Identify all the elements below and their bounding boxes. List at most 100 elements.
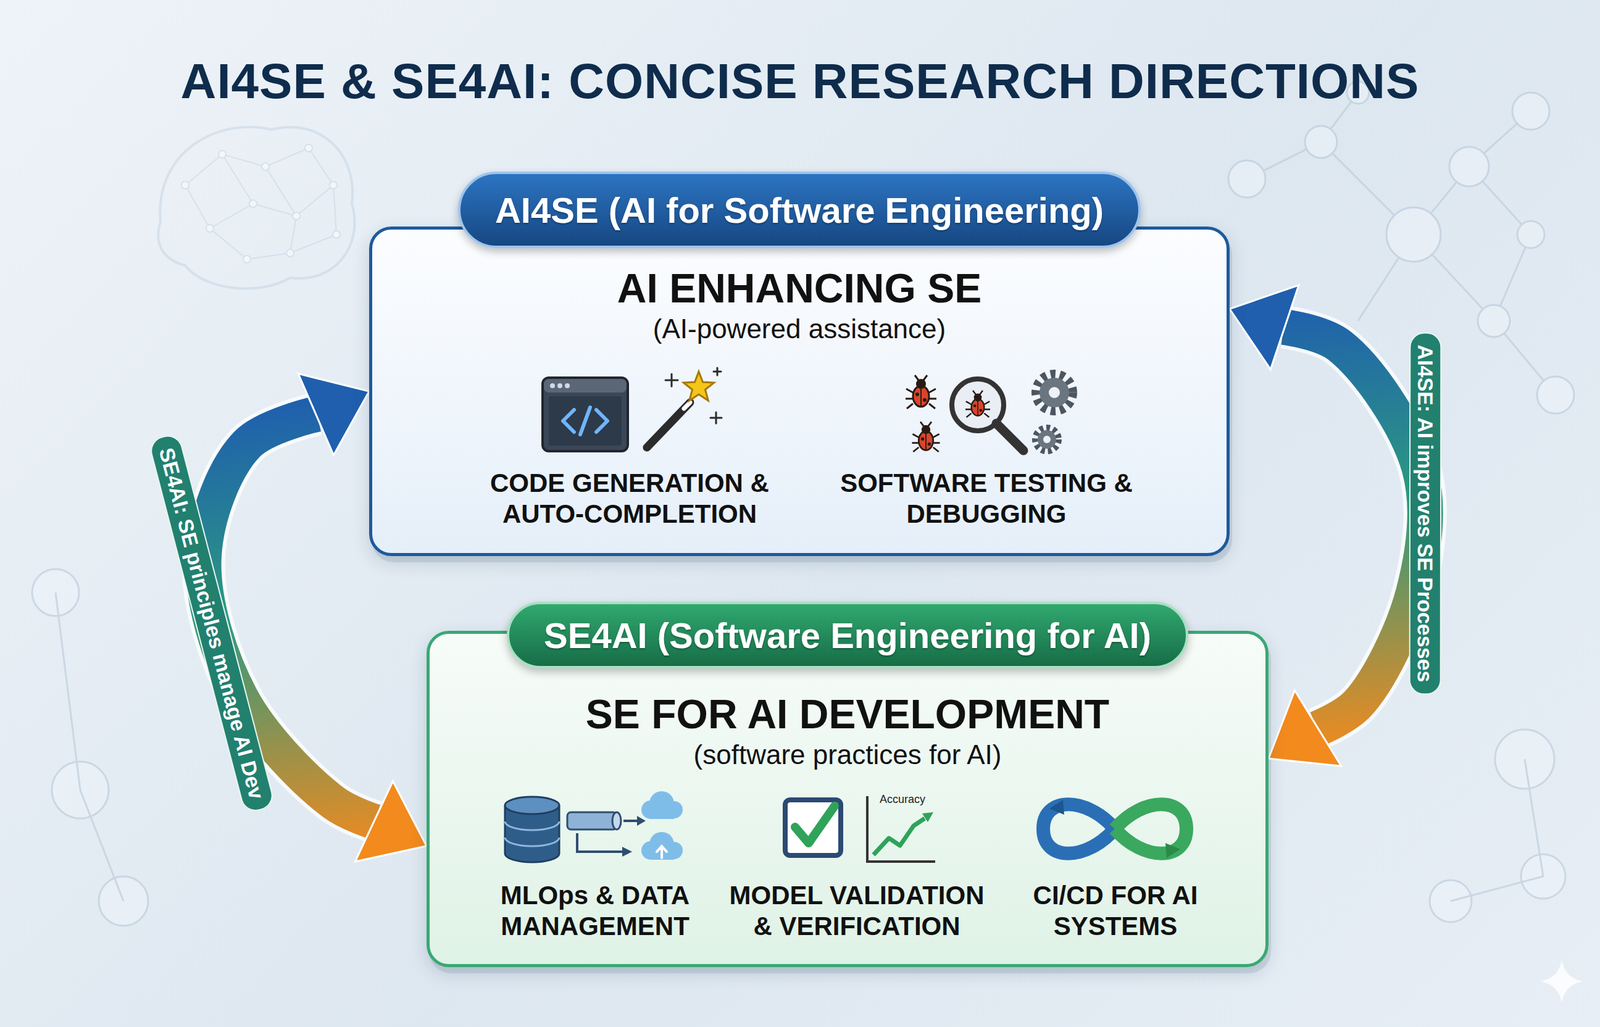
double-arrow bbox=[203, 373, 427, 862]
code-window-icon bbox=[542, 377, 628, 452]
magnifier-icon bbox=[951, 379, 1024, 451]
cloud-icons bbox=[641, 832, 683, 860]
gear-icons bbox=[1037, 430, 1057, 449]
arrow-head bbox=[1268, 690, 1342, 767]
code-window-icon bbox=[562, 407, 608, 435]
background-brain bbox=[158, 127, 355, 289]
arrow-band bbox=[1283, 327, 1426, 730]
panel-header: AI4SE (AI for Software Engineering) bbox=[458, 171, 1141, 249]
arrow-band bbox=[203, 414, 376, 823]
background-network bbox=[1449, 146, 1489, 187]
infinity-loop-icon bbox=[1043, 804, 1115, 854]
label-holder: SOFTWARE TESTING & DEBUGGING bbox=[819, 467, 1154, 530]
magnifier-icon bbox=[965, 390, 991, 418]
arrow-glow bbox=[203, 414, 376, 823]
data-pipe-icon bbox=[637, 816, 646, 826]
panel-header: SE4AI (Software Engineering for AI) bbox=[506, 601, 1189, 669]
checkbox-icon bbox=[795, 806, 835, 844]
feature-label: SOFTWARE TESTING & DEBUGGING bbox=[819, 467, 1154, 530]
magic-wand-icon bbox=[683, 402, 691, 409]
label-holder: MODEL VALIDATION & VERIFICATION bbox=[717, 880, 996, 942]
infinity-loop-icon bbox=[1049, 800, 1065, 815]
background-network bbox=[1517, 220, 1545, 249]
chart-axis-label: Accuracy bbox=[865, 793, 940, 807]
background-brain bbox=[249, 200, 257, 208]
section-panel: SE4AI (Software Engineering for AI)SE FO… bbox=[426, 630, 1269, 968]
magic-wand-icon bbox=[646, 367, 722, 448]
feature-label: MLOps & DATA MANAGEMENT bbox=[483, 880, 707, 942]
background-network bbox=[1386, 207, 1441, 262]
background-network bbox=[1450, 759, 1544, 902]
cloud-icons bbox=[641, 791, 683, 860]
bug-icons bbox=[912, 421, 941, 452]
feature-label: CODE GENERATION & AUTO-COMPLETION bbox=[456, 467, 803, 530]
bug-icons bbox=[905, 375, 937, 409]
background-brain bbox=[304, 144, 313, 152]
arrow-head bbox=[354, 781, 427, 862]
panel-background bbox=[369, 226, 1230, 557]
gear-icons bbox=[1043, 435, 1051, 444]
panel-heading: AI ENHANCING SE bbox=[617, 266, 982, 311]
background-network bbox=[1304, 125, 1338, 159]
database-icon bbox=[504, 796, 560, 815]
panel-background bbox=[426, 630, 1269, 968]
accuracy-chart-icon bbox=[867, 796, 936, 862]
code-window-icon bbox=[550, 383, 555, 389]
database-icon bbox=[504, 821, 560, 847]
background-network bbox=[1477, 304, 1510, 338]
data-pipe-icon bbox=[577, 833, 624, 852]
background-network bbox=[1512, 92, 1550, 130]
arrow-glow bbox=[1283, 327, 1426, 730]
background-network bbox=[55, 592, 124, 902]
background-brain bbox=[286, 249, 294, 257]
checkbox-icon bbox=[785, 800, 841, 856]
diagram-title: AI4SE & SE4AI: CONCISE RESEARCH DIRECTIO… bbox=[180, 50, 1420, 113]
data-pipe-icon bbox=[567, 812, 646, 857]
sparkle-mark bbox=[1540, 959, 1584, 1004]
data-pipe-icon bbox=[567, 812, 617, 830]
accuracy-chart-icon bbox=[873, 818, 925, 855]
gear-icons bbox=[1035, 374, 1073, 452]
gear-icons bbox=[1035, 427, 1059, 452]
section-panel: AI4SE (AI for Software Engineering)AI EN… bbox=[369, 226, 1230, 557]
infinity-loop-icon bbox=[1043, 800, 1187, 859]
background-brain bbox=[329, 181, 338, 189]
background-brain bbox=[158, 127, 355, 289]
checkbox-icon bbox=[785, 800, 841, 856]
arrow-head bbox=[1229, 285, 1299, 370]
background-brain bbox=[243, 255, 251, 263]
data-pipe-icon bbox=[612, 812, 621, 830]
label-holder: CODE GENERATION & AUTO-COMPLETION bbox=[456, 467, 803, 530]
code-window-icon bbox=[542, 377, 628, 452]
magic-wand-icon bbox=[665, 367, 722, 424]
magnifier-icon bbox=[996, 423, 1024, 451]
background-brain bbox=[185, 148, 337, 260]
background-network bbox=[32, 81, 1575, 926]
background-network bbox=[1537, 376, 1575, 414]
sparkle-mark bbox=[1540, 959, 1584, 1004]
label-holder: MLOps & DATA MANAGEMENT bbox=[483, 880, 707, 942]
panel-fills bbox=[369, 226, 1271, 974]
cloud-icons bbox=[656, 846, 667, 859]
gear-icons bbox=[1039, 377, 1070, 408]
background-brain bbox=[332, 230, 341, 239]
background-brain bbox=[292, 212, 300, 220]
background-brain bbox=[206, 224, 214, 233]
feature-label: CI/CD FOR AI SYSTEMS bbox=[1013, 880, 1218, 942]
accuracy-chart-icon bbox=[867, 796, 936, 862]
arrow-head bbox=[298, 373, 370, 455]
magic-wand-icon bbox=[683, 371, 714, 401]
background-brain bbox=[261, 162, 270, 171]
background-brain bbox=[218, 150, 226, 159]
code-window-icon bbox=[543, 379, 627, 393]
panel-subtitle: (software practices for AI) bbox=[693, 737, 1002, 773]
cloud-icons bbox=[641, 791, 683, 820]
panel-fill bbox=[426, 630, 1271, 974]
data-pipe-icon bbox=[622, 846, 633, 857]
code-window-icon bbox=[548, 396, 622, 446]
panel-heading: SE FOR AI DEVELOPMENT bbox=[585, 691, 1110, 737]
feature-label: MODEL VALIDATION & VERIFICATION bbox=[717, 880, 996, 942]
double-arrow bbox=[1229, 285, 1426, 767]
